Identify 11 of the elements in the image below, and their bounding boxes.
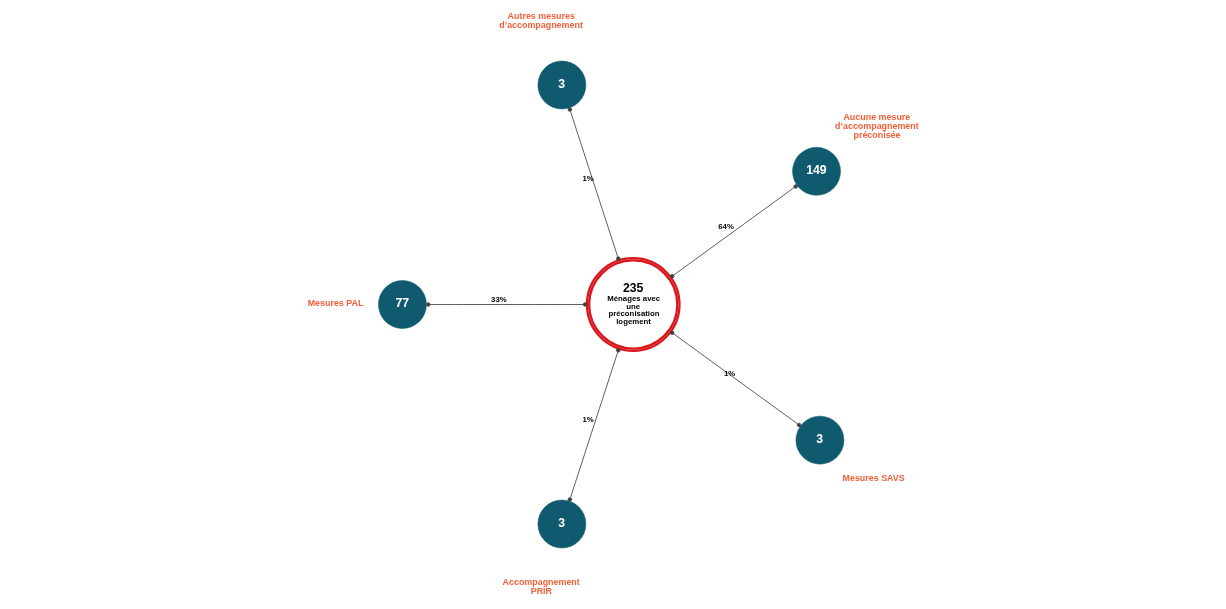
connector xyxy=(425,302,587,307)
connector xyxy=(669,184,798,279)
node-label: Mesures SAVS xyxy=(842,472,905,483)
node-label: Mesures PAL xyxy=(307,298,363,309)
node-label: Aucune mesure d’accompagnement préconisée xyxy=(834,112,919,141)
node-label: Accompagnement PRIR xyxy=(502,576,580,596)
connector xyxy=(567,348,620,502)
connector xyxy=(669,330,801,428)
node-label: Autres mesures d’accompagnement xyxy=(498,11,583,31)
connector xyxy=(567,107,620,261)
node-circle: 77 xyxy=(377,280,427,329)
